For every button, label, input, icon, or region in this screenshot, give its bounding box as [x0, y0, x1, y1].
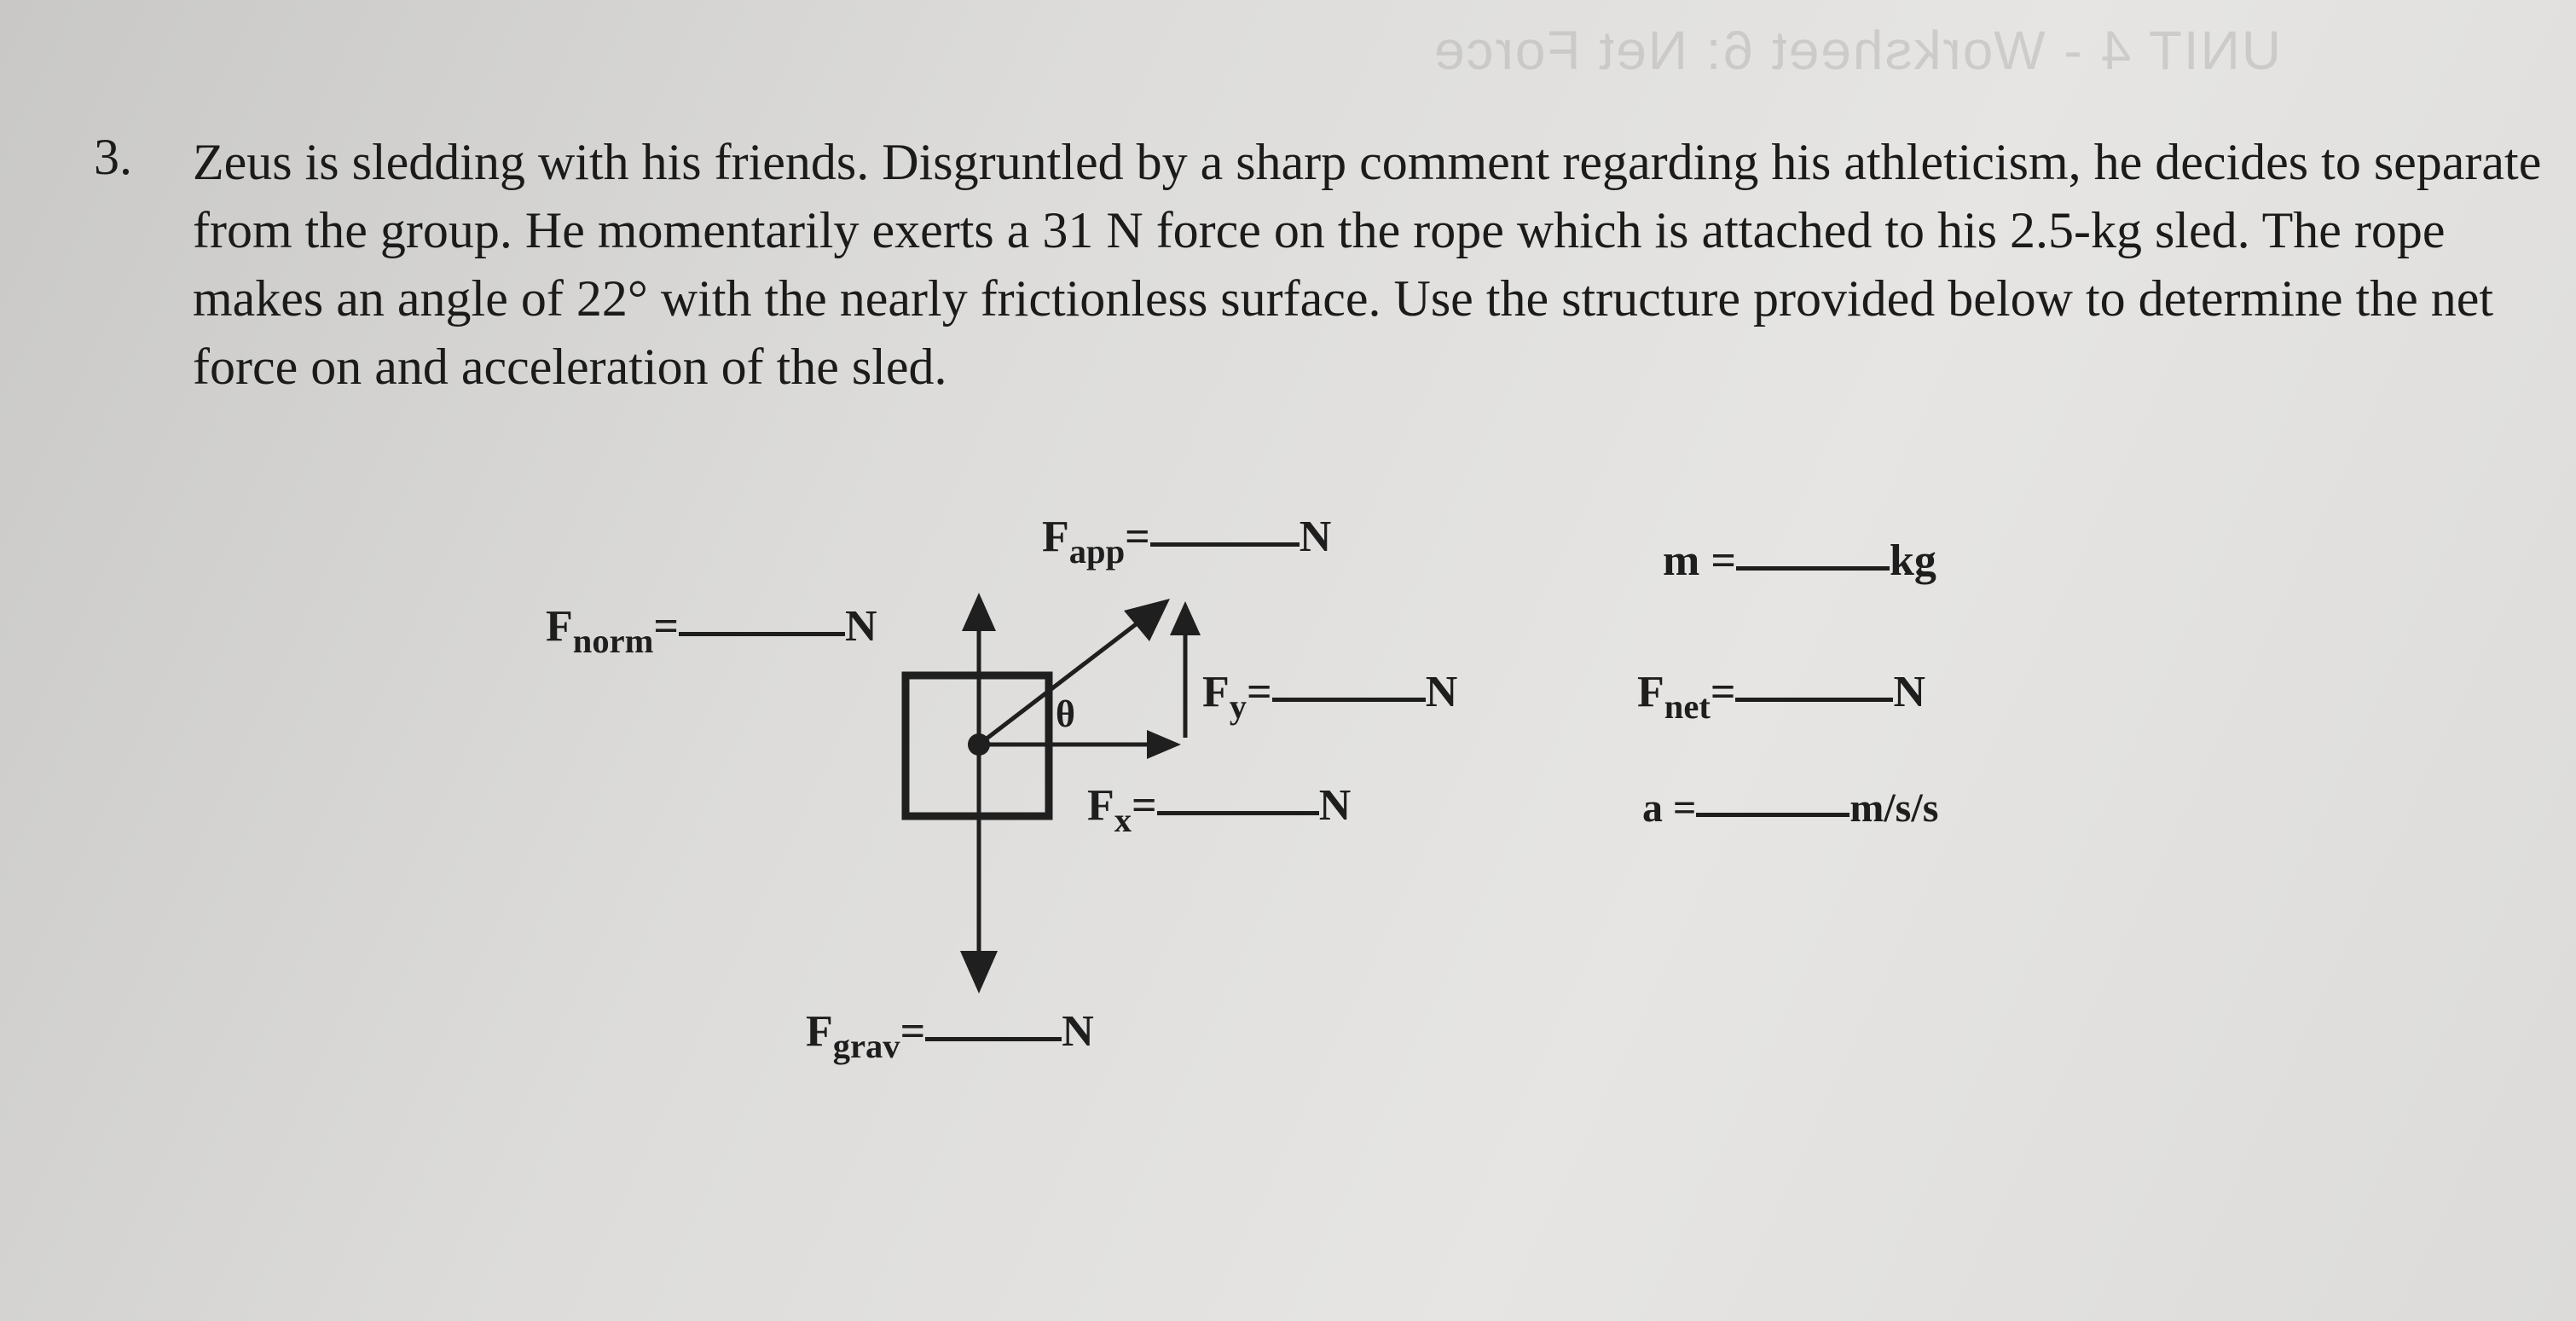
f-grav-equals: =: [900, 1007, 926, 1056]
normal-force-arrowhead: [962, 593, 996, 631]
f-norm-label: Fnorm= N: [546, 601, 877, 661]
mass-symbol: m: [1663, 536, 1700, 585]
f-app-symbol: F: [1042, 513, 1069, 561]
f-x-answer-blank[interactable]: [1156, 804, 1319, 815]
f-grav-answer-blank[interactable]: [925, 1030, 1062, 1041]
f-app-subscript: app: [1068, 532, 1126, 571]
acceleration-symbol: a: [1642, 785, 1663, 831]
f-y-equals: =: [1247, 668, 1272, 716]
acceleration-label: a = m/s/s: [1642, 785, 1938, 831]
f-x-label: Fx= N: [1087, 780, 1351, 840]
f-net-equals: =: [1710, 668, 1736, 716]
f-y-symbol: F: [1202, 668, 1230, 716]
mass-label: m = kg: [1663, 536, 1936, 586]
f-norm-equals: =: [653, 602, 680, 651]
f-y-answer-blank[interactable]: [1271, 691, 1426, 702]
mass-answer-blank[interactable]: [1735, 559, 1890, 571]
f-norm-subscript: norm: [572, 622, 654, 661]
acceleration-unit: m/s/s: [1850, 785, 1939, 831]
f-app-label: Fapp= N: [1042, 512, 1331, 571]
problem-number: 3.: [94, 129, 132, 185]
f-x-subscript: x: [1114, 801, 1132, 840]
f-grav-label: Fgrav= N: [806, 1006, 1094, 1066]
f-x-symbol: F: [1087, 781, 1114, 830]
f-y-unit: N: [1425, 668, 1458, 716]
fy-arrowhead: [1170, 601, 1201, 635]
f-app-equals: =: [1125, 513, 1150, 561]
mass-unit: kg: [1889, 536, 1936, 585]
f-net-unit: N: [1893, 668, 1926, 716]
acceleration-equals: =: [1673, 785, 1697, 831]
f-grav-unit: N: [1062, 1007, 1094, 1056]
mass-equals: =: [1711, 536, 1736, 585]
f-net-answer-blank[interactable]: [1735, 691, 1894, 702]
f-x-unit: N: [1318, 781, 1352, 830]
f-app-unit: N: [1299, 513, 1332, 561]
problem-text: Zeus is sledding with his friends. Disgr…: [193, 134, 2542, 395]
f-grav-symbol: F: [806, 1007, 833, 1056]
gravity-force-arrowhead: [960, 951, 998, 994]
applied-force-arrowhead: [1124, 599, 1170, 641]
f-net-symbol: F: [1637, 668, 1664, 716]
f-y-subscript: y: [1229, 687, 1247, 727]
f-app-answer-blank[interactable]: [1149, 536, 1300, 547]
f-y-label: Fy= N: [1202, 667, 1457, 727]
f-norm-answer-blank[interactable]: [679, 625, 846, 636]
f-norm-unit: N: [845, 602, 877, 651]
f-grav-subscript: grav: [832, 1027, 900, 1066]
f-net-label: Fnet= N: [1637, 667, 1925, 727]
angle-theta-label: θ: [1056, 693, 1075, 735]
f-net-subscript: net: [1664, 687, 1711, 727]
acceleration-answer-blank[interactable]: [1696, 806, 1850, 818]
fx-arrowhead: [1147, 730, 1181, 759]
applied-force-line: [977, 617, 1144, 746]
f-x-equals: =: [1132, 781, 1157, 830]
f-norm-symbol: F: [546, 602, 573, 651]
